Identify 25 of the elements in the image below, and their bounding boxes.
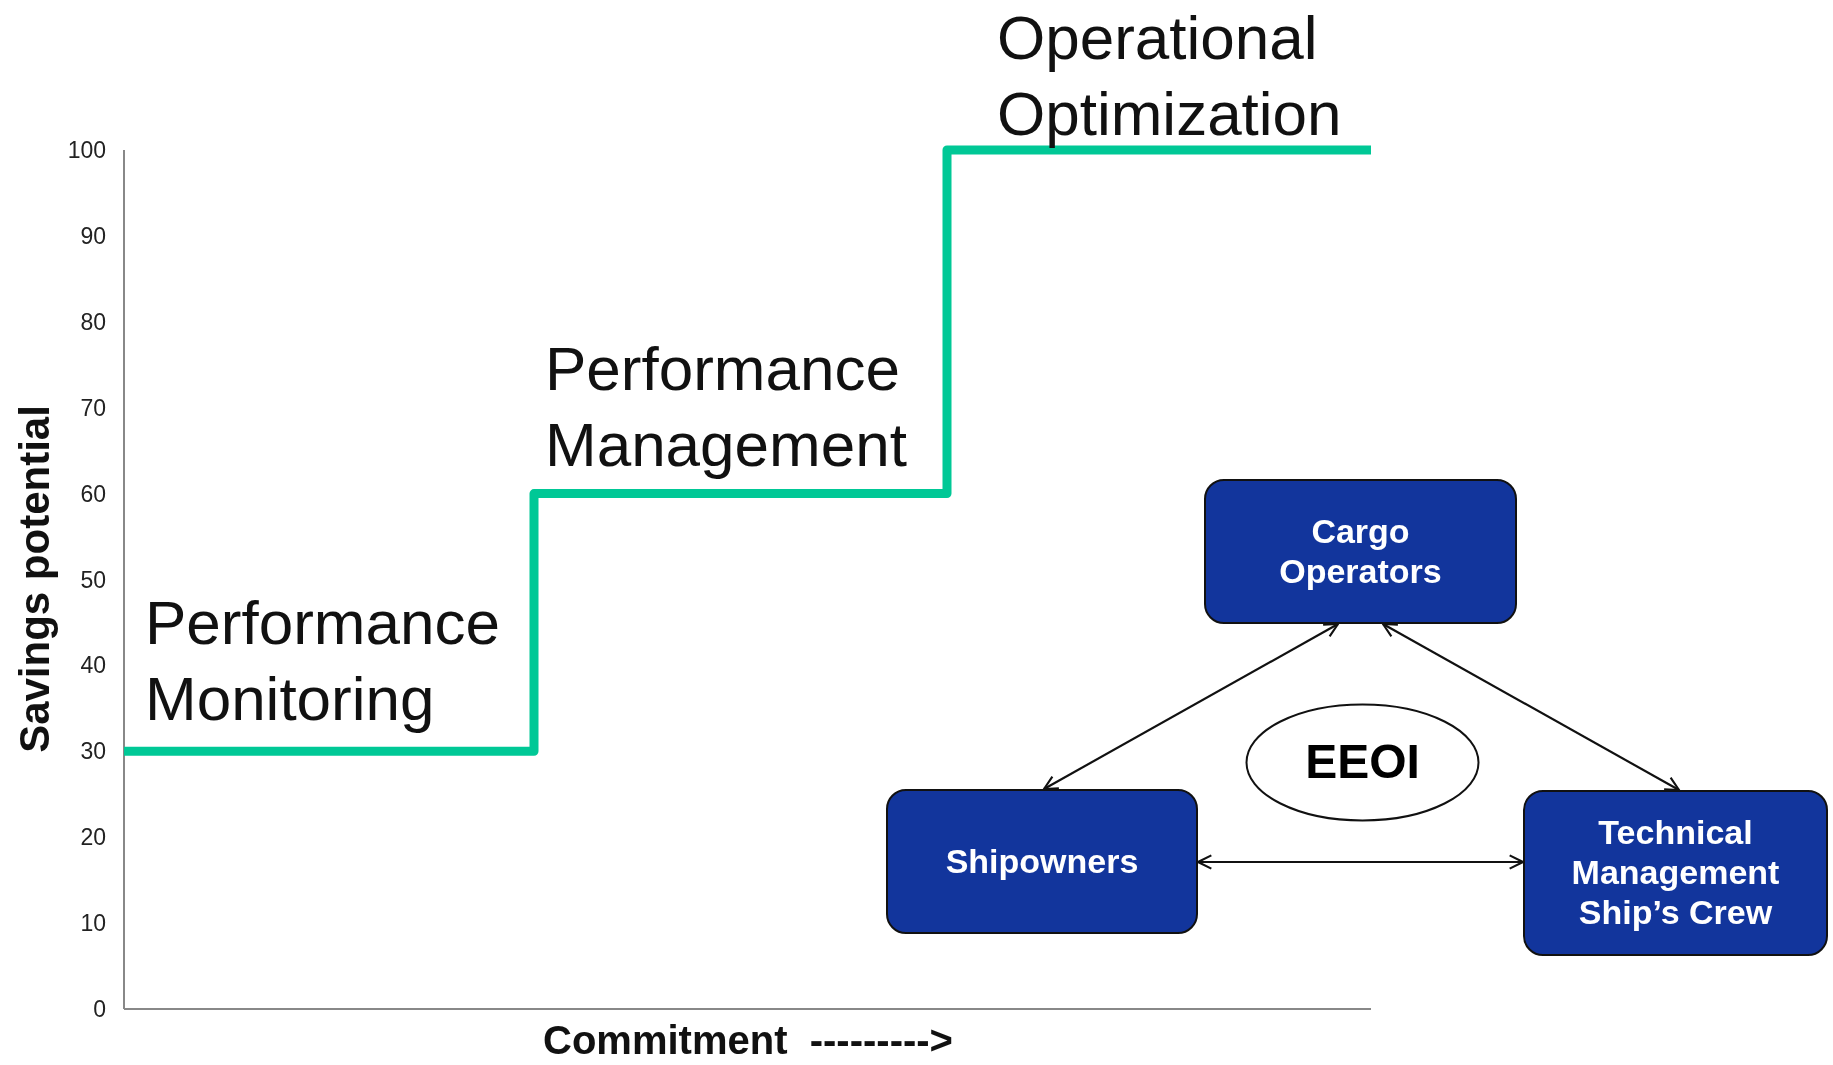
stage-label: Performance Monitoring: [145, 587, 501, 735]
node-label: Technical Management Ship’s Crew: [1570, 813, 1781, 933]
node-label: Cargo Operators: [1278, 511, 1443, 592]
double-arrow: [1042, 622, 1340, 791]
tick-label: 80: [79, 308, 106, 335]
tick-label: 0: [92, 996, 106, 1022]
tick-label: 50: [79, 566, 106, 593]
tick-label: 30: [79, 738, 106, 765]
node-label: Shipowners: [945, 841, 1139, 882]
axis-title: Commitment --------->: [543, 1018, 953, 1063]
stage-label: Performance Management: [545, 333, 908, 481]
process-box: [1523, 790, 1828, 956]
tick-label: 90: [79, 222, 106, 249]
axis-title: Savings potential: [11, 405, 59, 753]
node-label: EEOI: [1305, 734, 1420, 791]
double-arrow: [1381, 622, 1681, 792]
tick-label: 10: [79, 910, 106, 937]
tick-label: 40: [79, 652, 106, 679]
tick-label: 70: [79, 394, 106, 421]
process-box: [886, 789, 1198, 934]
process-box: [1204, 479, 1517, 624]
tick-label: 20: [79, 824, 106, 851]
stage-label: Operational Optimization: [997, 2, 1343, 150]
tick-label: 100: [66, 137, 106, 163]
double-arrow: [1196, 854, 1525, 870]
